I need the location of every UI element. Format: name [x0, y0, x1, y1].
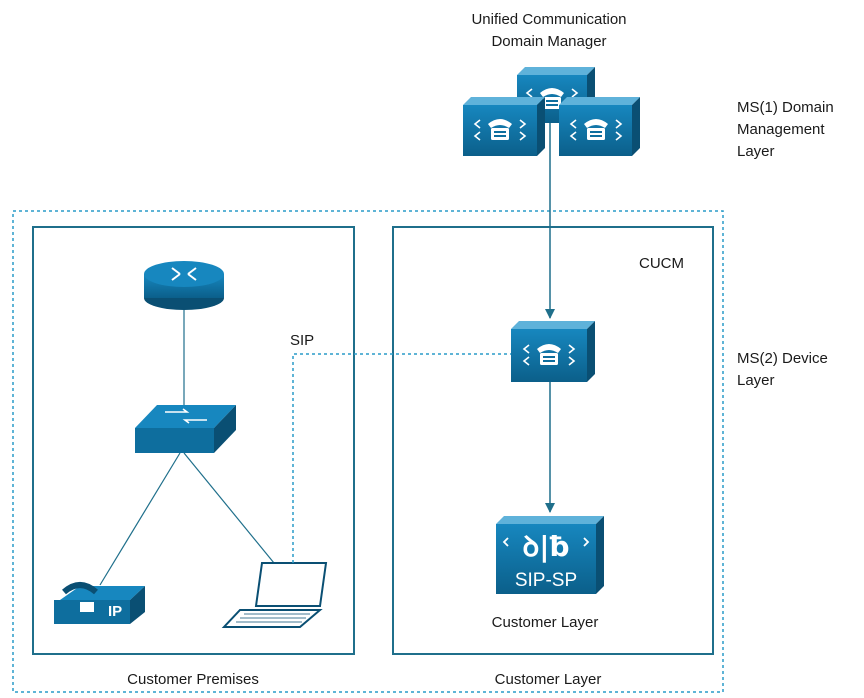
customer-layer-bottom-label: Customer Layer [495, 671, 602, 688]
call-manager-icon [511, 321, 595, 382]
cucm-label: CUCM [639, 255, 684, 272]
laptop-icon [221, 562, 328, 628]
call-manager-icon [463, 97, 545, 156]
router-icon [144, 261, 224, 310]
phone-ip-text: IP [108, 603, 122, 620]
ucdm-cluster [463, 67, 640, 156]
device-layer-boundary [12, 210, 724, 693]
switch-laptop-link [183, 452, 275, 564]
sbc-label: SIP-SP [515, 570, 577, 591]
customer-layer-inner-label: Customer Layer [492, 614, 599, 631]
ms1-label-line3: Layer [737, 143, 775, 160]
svg-text:ꝺ|ƀ: ꝺ|ƀ [522, 530, 569, 563]
ip-phone-icon: IP [54, 582, 145, 624]
ucdm-label-line1: Unified Communication [471, 11, 626, 28]
call-manager-icon [559, 97, 640, 156]
ms2-label-line1: MS(2) Device [737, 350, 828, 367]
sip-link [292, 353, 511, 563]
switch-phone-link [99, 452, 181, 586]
ucdm-label-line2: Domain Manager [491, 33, 606, 50]
sip-label: SIP [290, 332, 314, 349]
customer-premises-box [32, 226, 355, 655]
ms2-label-line2: Layer [737, 372, 775, 389]
ms1-label-line1: MS(1) Domain [737, 99, 834, 116]
ms1-label-line2: Management [737, 121, 825, 138]
sip-sp-gateway-icon: ꝺ|ƀ SIP-SP [496, 516, 604, 594]
customer-premises-label: Customer Premises [127, 671, 259, 688]
customer-layer-box [392, 226, 714, 655]
switch-icon [135, 405, 236, 453]
